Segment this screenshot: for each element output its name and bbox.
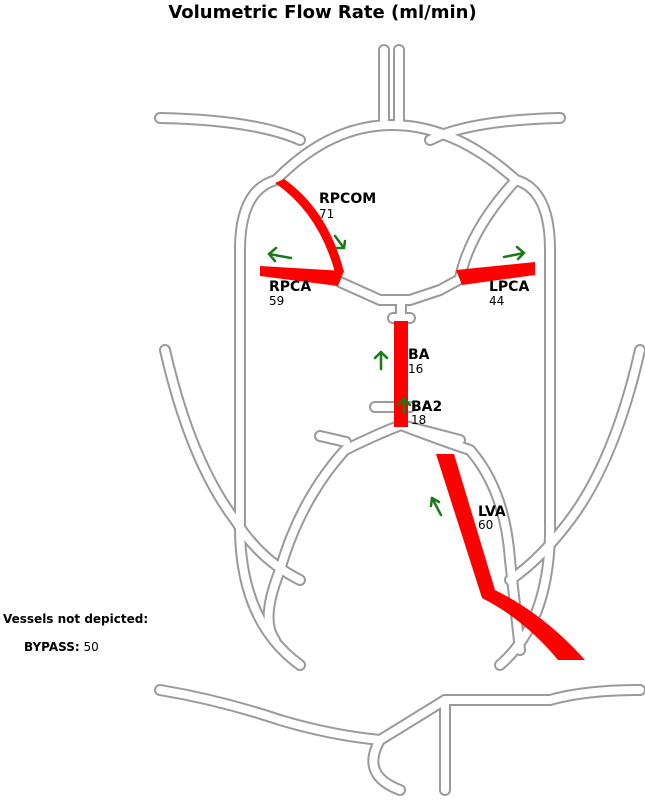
arrow-rpcom-icon	[333, 234, 347, 250]
vessel-lva	[436, 454, 585, 660]
arrow-ba2-icon	[396, 397, 412, 415]
arrow-lpca-icon	[502, 245, 526, 261]
not-depicted-value: 50	[83, 640, 99, 654]
active-vessels	[260, 179, 585, 660]
arrow-rpca-icon	[267, 246, 293, 263]
label-lpca: LPCA	[489, 279, 530, 295]
vessel-ba2	[394, 400, 408, 427]
not-depicted-heading: Vessels not depicted:	[3, 612, 149, 626]
arrow-lva-icon	[429, 496, 443, 517]
not-depicted-item: BYPASS: 50	[24, 640, 99, 654]
vessel-lpca	[456, 262, 535, 285]
page-title: Volumetric Flow Rate (ml/min)	[168, 2, 477, 23]
value-lpca: 44	[489, 294, 505, 308]
not-depicted-label: BYPASS:	[24, 640, 80, 654]
label-ba2: BA2	[411, 399, 443, 415]
label-ba: BA	[408, 347, 430, 363]
flow-arrows	[267, 234, 526, 517]
label-rpca: RPCA	[269, 279, 312, 295]
arrow-ba-icon	[373, 350, 389, 371]
value-ba: 16	[408, 362, 424, 376]
label-rpcom: RPCOM	[319, 191, 377, 207]
value-rpcom: 71	[319, 207, 335, 221]
value-lva: 60	[478, 518, 494, 532]
value-rpca: 59	[269, 294, 285, 308]
vessel-ba	[394, 321, 408, 400]
value-ba2: 18	[411, 413, 427, 427]
vessel-rpca	[260, 266, 344, 286]
label-lva: LVA	[478, 504, 506, 520]
vessel-rpcom	[275, 179, 344, 276]
